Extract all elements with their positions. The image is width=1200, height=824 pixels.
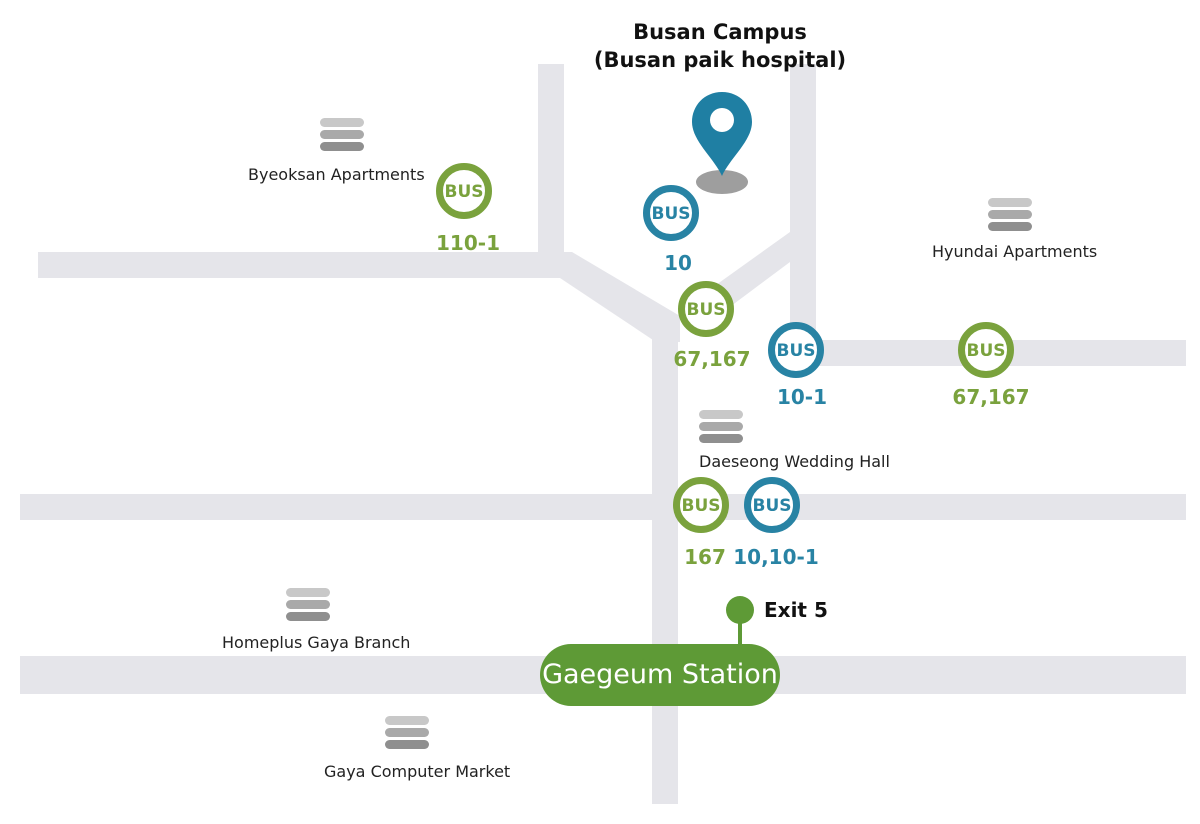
building-icon <box>988 198 1032 234</box>
road-upper-left-horizontal <box>38 252 560 278</box>
destination-title: Busan Campus (Busan paik hospital) <box>560 18 880 74</box>
destination-title-line1: Busan Campus <box>633 20 807 44</box>
gaegeum-station-badge[interactable]: Gaegeum Station <box>540 644 780 706</box>
road-main-vertical <box>652 316 678 804</box>
bus-badge-text: BUS <box>686 300 726 320</box>
bus-stop-67-167-badge[interactable]: BUS <box>678 281 734 337</box>
building-icon <box>699 410 743 446</box>
bus-badge-text: BUS <box>776 341 816 361</box>
exit-marker-icon[interactable] <box>726 596 754 624</box>
location-pin-icon <box>692 92 752 194</box>
road-middle-horizontal <box>20 494 1186 520</box>
bus-badge-text: BUS <box>752 496 792 516</box>
bus-route-10: 10 <box>664 251 692 275</box>
bus-route-10-1: 10-1 <box>776 385 828 409</box>
bus-stop-167-badge[interactable]: BUS <box>673 477 729 533</box>
exit-connector-line <box>738 620 742 646</box>
landmark-byeoksan-apartments: Byeoksan Apartments <box>248 165 425 184</box>
bus-badge-text: BUS <box>444 182 484 202</box>
bus-stop-10-10-1-badge[interactable]: BUS <box>744 477 800 533</box>
bus-stop-110-1-badge[interactable]: BUS <box>436 163 492 219</box>
bus-stop-10-badge[interactable]: BUS <box>643 185 699 241</box>
bus-route-67-167: 67,167 <box>673 347 751 371</box>
landmark-gaya-computer-market: Gaya Computer Market <box>324 762 511 781</box>
building-icon <box>320 118 364 154</box>
bus-route-167: 167 <box>684 545 726 569</box>
bus-route-10-10-1: 10,10-1 <box>733 545 819 569</box>
landmark-hyundai-apartments: Hyundai Apartments <box>932 242 1098 261</box>
landmark-daeseong-wedding-hall: Daeseong Wedding Hall <box>699 452 890 471</box>
road-right-vertical <box>790 64 816 366</box>
road-diagonal-left <box>560 252 680 342</box>
bus-route-67-167-east: 67,167 <box>952 385 1030 409</box>
bus-badge-text: BUS <box>651 204 691 224</box>
bus-stop-67-167-east-badge[interactable]: BUS <box>958 322 1014 378</box>
landmark-homeplus-gaya-branch: Homeplus Gaya Branch <box>222 633 411 652</box>
bus-badge-text: BUS <box>681 496 721 516</box>
exit-label: Exit 5 <box>764 598 828 622</box>
bus-badge-text: BUS <box>966 341 1006 361</box>
road-left-vertical <box>538 64 564 276</box>
building-icon <box>385 716 429 752</box>
destination-title-line2: (Busan paik hospital) <box>593 48 847 72</box>
bus-stop-10-1-badge[interactable]: BUS <box>768 322 824 378</box>
building-icon <box>286 588 330 624</box>
bus-route-110-1: 110-1 <box>436 231 500 255</box>
